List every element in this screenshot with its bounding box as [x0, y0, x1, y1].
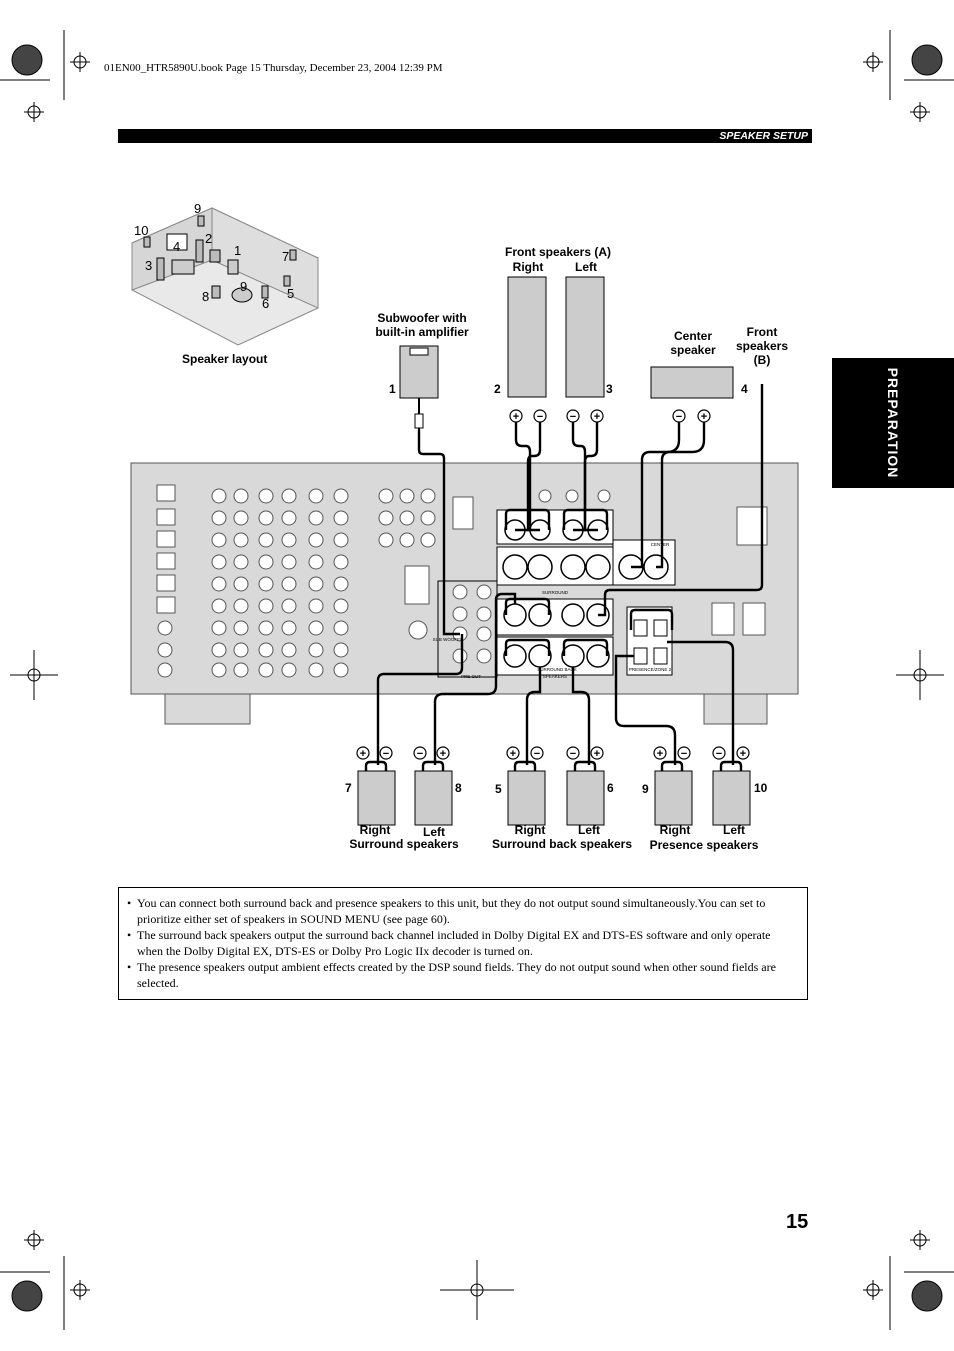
speaker-number: 2	[494, 382, 501, 396]
svg-text:4: 4	[173, 239, 180, 254]
speaker-number: 1	[389, 382, 396, 396]
front-speakers-a-label: Front speakers (A)	[504, 245, 612, 259]
speaker-number: 8	[455, 781, 462, 795]
svg-text:9: 9	[194, 201, 201, 216]
svg-text:+: +	[594, 748, 600, 760]
surround-speakers-label: Surround speakers	[349, 837, 459, 851]
surround-right-speaker	[357, 770, 396, 826]
surround-right-label: Right	[359, 823, 391, 837]
svg-text:6: 6	[262, 296, 269, 311]
section-title: SPEAKER SETUP	[719, 130, 808, 142]
note-item: The presence speakers output ambient eff…	[127, 959, 797, 991]
surround-back-right-label: Right	[514, 823, 546, 837]
file-info-header: 01EN00_HTR5890U.book Page 15 Thursday, D…	[104, 62, 443, 74]
presence-left-speaker	[712, 770, 751, 826]
speaker-number: 3	[606, 382, 613, 396]
svg-text:−: −	[537, 411, 543, 423]
side-tab: PREPARATION	[832, 358, 954, 488]
svg-text:−: −	[417, 748, 423, 760]
crop-target-icon	[11, 1280, 43, 1312]
svg-text:−: −	[716, 748, 722, 760]
subwoofer-label: Subwoofer with built-in amplifier	[375, 311, 469, 339]
speaker-number: 10	[754, 781, 768, 795]
presence-right-speaker	[654, 770, 693, 826]
svg-text:+: +	[360, 748, 366, 760]
notes-box: You can connect both surround back and p…	[118, 887, 808, 1000]
center-speaker-label: Center speaker	[670, 329, 716, 357]
center-speaker	[650, 366, 734, 399]
svg-text:−: −	[570, 411, 576, 423]
note-item: You can connect both surround back and p…	[127, 895, 797, 927]
svg-text:7: 7	[282, 249, 289, 264]
svg-text:−: −	[676, 411, 682, 423]
svg-text:3: 3	[145, 258, 152, 273]
surround-left-label: Left	[423, 825, 445, 839]
presence-terminal-label: PRESENCE/ZONE 2	[629, 667, 672, 672]
surround-terminal-label: SURROUND	[542, 590, 569, 595]
page-number: 15	[786, 1211, 809, 1233]
speaker-number: 4	[741, 382, 748, 396]
svg-text:−: −	[534, 748, 540, 760]
surround-back-left-label: Left	[578, 823, 600, 837]
presence-right-label: Right	[659, 823, 691, 837]
svg-text:10: 10	[134, 223, 148, 238]
speaker-layout-room	[131, 207, 319, 346]
section-bar: SPEAKER SETUP	[118, 129, 812, 143]
svg-text:+: +	[440, 748, 446, 760]
front-speakers-b-label: Front speakers (B)	[735, 325, 789, 367]
presence-speakers-label: Presence speakers	[649, 838, 759, 852]
speaker-number: 5	[495, 782, 502, 796]
svg-text:+: +	[594, 411, 600, 423]
center-terminal-label: CENTER	[651, 542, 670, 547]
svg-text:8: 8	[202, 289, 209, 304]
front-left-speaker	[565, 276, 605, 398]
speakers-terminal-label: SPEAKERS	[543, 674, 567, 679]
speaker-number: 9	[642, 782, 649, 796]
svg-text:2: 2	[205, 231, 212, 246]
speaker-wires	[376, 384, 764, 765]
note-item: The surround back speakers output the su…	[127, 927, 797, 959]
svg-text:1: 1	[234, 243, 241, 258]
pre-out-label: PRE OUT	[461, 674, 481, 679]
presence-left-label: Left	[723, 823, 745, 837]
subwoofer-jack-label: SUB WOOFER	[433, 637, 465, 642]
speaker-number: 6	[607, 781, 614, 795]
svg-text:+: +	[740, 748, 746, 760]
svg-text:−: −	[570, 748, 576, 760]
front-left-label: Left	[575, 260, 597, 274]
svg-text:+: +	[510, 748, 516, 760]
speaker-number: 7	[345, 781, 352, 795]
front-right-label: Right	[512, 260, 544, 274]
surround-back-left-speaker	[566, 770, 605, 826]
crop-target-icon	[911, 1280, 943, 1312]
svg-text:9: 9	[240, 279, 247, 294]
svg-text:5: 5	[287, 286, 294, 301]
surround-back-right-speaker	[507, 770, 546, 826]
surround-back-speakers-label: Surround back speakers	[491, 837, 633, 851]
surround-left-speaker	[414, 770, 453, 826]
speaker-layout-caption: Speaker layout	[182, 352, 268, 366]
svg-text:+: +	[701, 411, 707, 423]
crop-target-icon	[11, 44, 43, 76]
front-right-speaker	[507, 276, 547, 398]
svg-text:−: −	[681, 748, 687, 760]
crop-target-icon	[911, 44, 943, 76]
surround-back-terminal-label: SURROUND BACK	[537, 667, 577, 672]
svg-text:+: +	[513, 411, 519, 423]
svg-text:−: −	[383, 748, 389, 760]
svg-text:+: +	[657, 748, 663, 760]
